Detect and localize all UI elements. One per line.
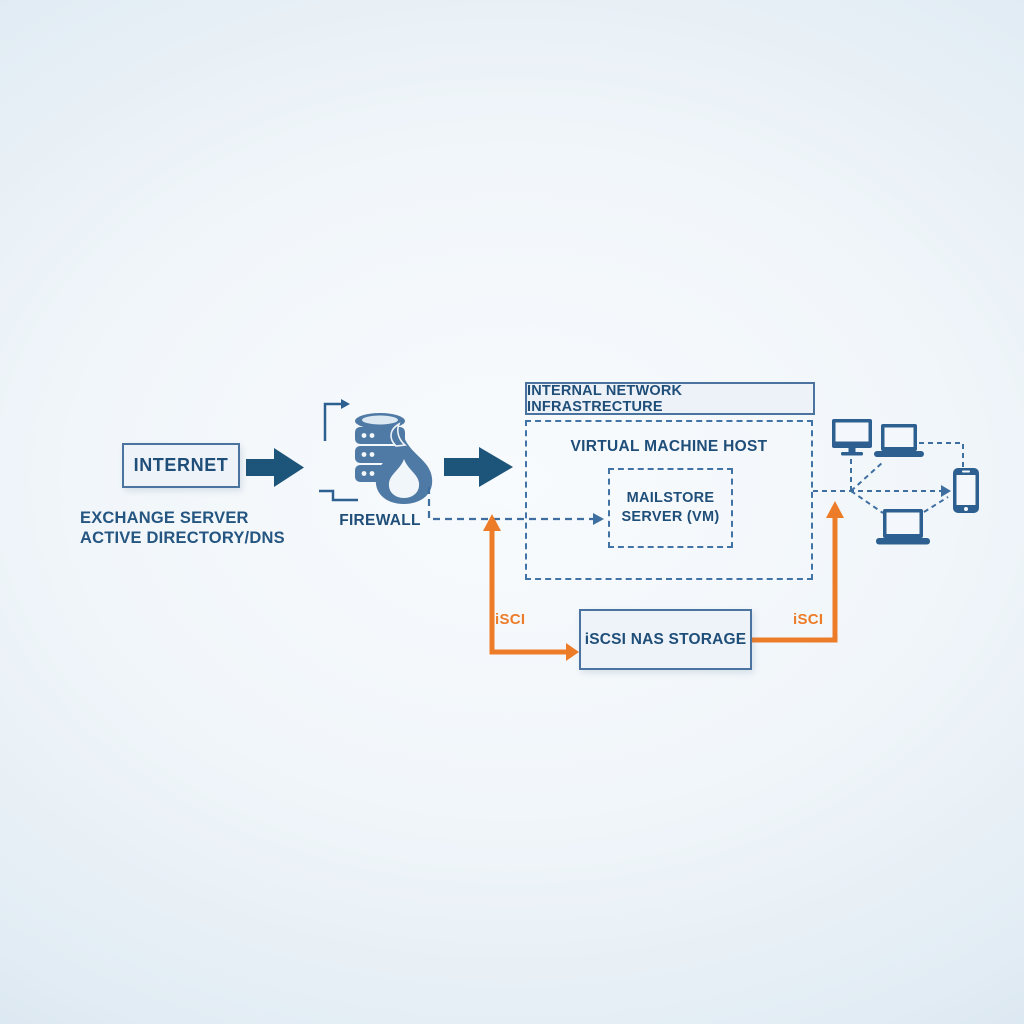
- circuit-step-icon: [319, 489, 358, 502]
- circuit-arrow-icon: [323, 402, 341, 441]
- vm-host-box: [525, 420, 813, 580]
- iscsi-right-label: iSCI: [793, 611, 824, 628]
- firewall-label: FIREWALL: [339, 512, 421, 529]
- firewall-mailstore-link: [427, 487, 604, 525]
- clients-link-arrowhead: [941, 485, 951, 497]
- external-services-label: EXCHANGE SERVER ACTIVE DIRECTORY/DNS: [80, 508, 285, 548]
- exchange-server-label: EXCHANGE SERVER: [80, 509, 249, 527]
- smartphone-icon: [953, 468, 979, 513]
- nas-left-link: [483, 514, 579, 661]
- internal-network-title-box: INTERNAL NETWORK INFRASTRECTURE: [525, 382, 815, 415]
- vm-host-label: VIRTUAL MACHINE HOST: [570, 438, 768, 455]
- desktop-monitor-icon: [832, 419, 872, 456]
- mailstore-label-line1: MAILSTORE: [626, 490, 715, 506]
- laptop-icon: [876, 509, 930, 545]
- firewall-icon: [355, 413, 433, 504]
- flame-icon: [375, 422, 433, 504]
- internal-network-title: INTERNAL NETWORK INFRASTRECTURE: [527, 382, 683, 415]
- internet-box: INTERNET: [122, 443, 240, 488]
- arrow-internet-to-firewall: [246, 448, 304, 487]
- nas-storage-label: iSCSI NAS STORAGE: [584, 630, 747, 648]
- circuit-arrowhead: [341, 399, 350, 409]
- mailstore-label-line2: SERVER (VM): [621, 509, 720, 525]
- arrow-firewall-to-vmhost: [444, 447, 513, 487]
- mailstore-server-box: MAILSTORE SERVER (VM): [608, 468, 733, 548]
- nas-right-link: [752, 501, 844, 643]
- nas-storage-box: iSCSI NAS STORAGE: [579, 609, 752, 670]
- laptop-icon: [874, 424, 924, 457]
- active-directory-dns-label: ACTIVE DIRECTORY/DNS: [80, 529, 285, 547]
- iscsi-left-label: iSCI: [495, 611, 526, 628]
- vmhost-clients-link: [813, 442, 964, 514]
- internet-label: INTERNET: [133, 455, 229, 475]
